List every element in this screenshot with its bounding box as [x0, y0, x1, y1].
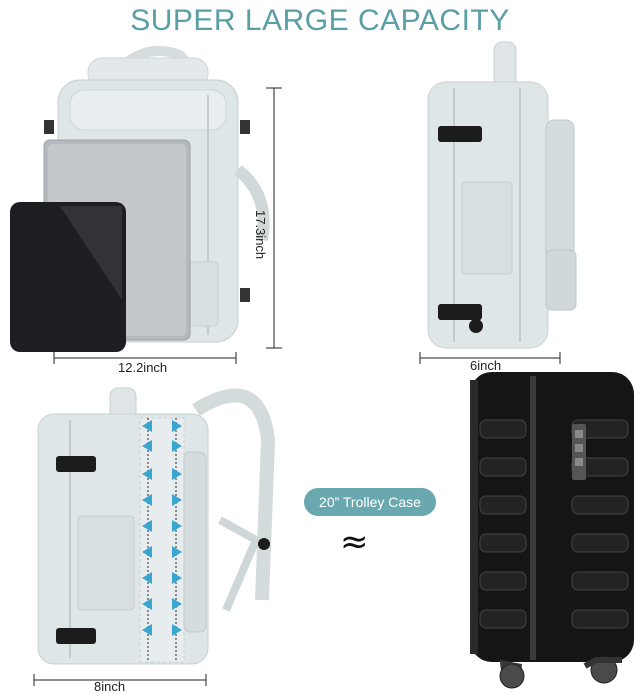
width-label: 12.2inch	[118, 360, 168, 375]
backpack-side	[427, 41, 577, 349]
buckle-icon	[438, 126, 483, 333]
trolley-case-badge: 20” Trolley Case	[304, 488, 436, 516]
page-title: SUPER LARGE CAPACITY	[130, 4, 510, 37]
backpack-front	[44, 45, 270, 343]
depth-label: 6inch	[470, 358, 502, 373]
approx-equal-icon: ≈	[340, 522, 369, 562]
suitcase-icon	[470, 372, 634, 689]
expanded-depth-dimension-line	[33, 674, 207, 686]
buckle-icon	[56, 456, 270, 644]
backpack-expanded	[37, 387, 276, 665]
expansion-zipper	[147, 418, 177, 662]
depth-dimension-line	[419, 352, 561, 364]
height-label: 17.3inch	[253, 210, 268, 260]
height-dimension-line	[266, 87, 282, 349]
expand-arrow-icon	[142, 420, 182, 636]
width-dimension-line	[53, 352, 237, 364]
tablet-icon	[10, 202, 126, 352]
expanded-depth-label: 8inch	[94, 679, 126, 694]
